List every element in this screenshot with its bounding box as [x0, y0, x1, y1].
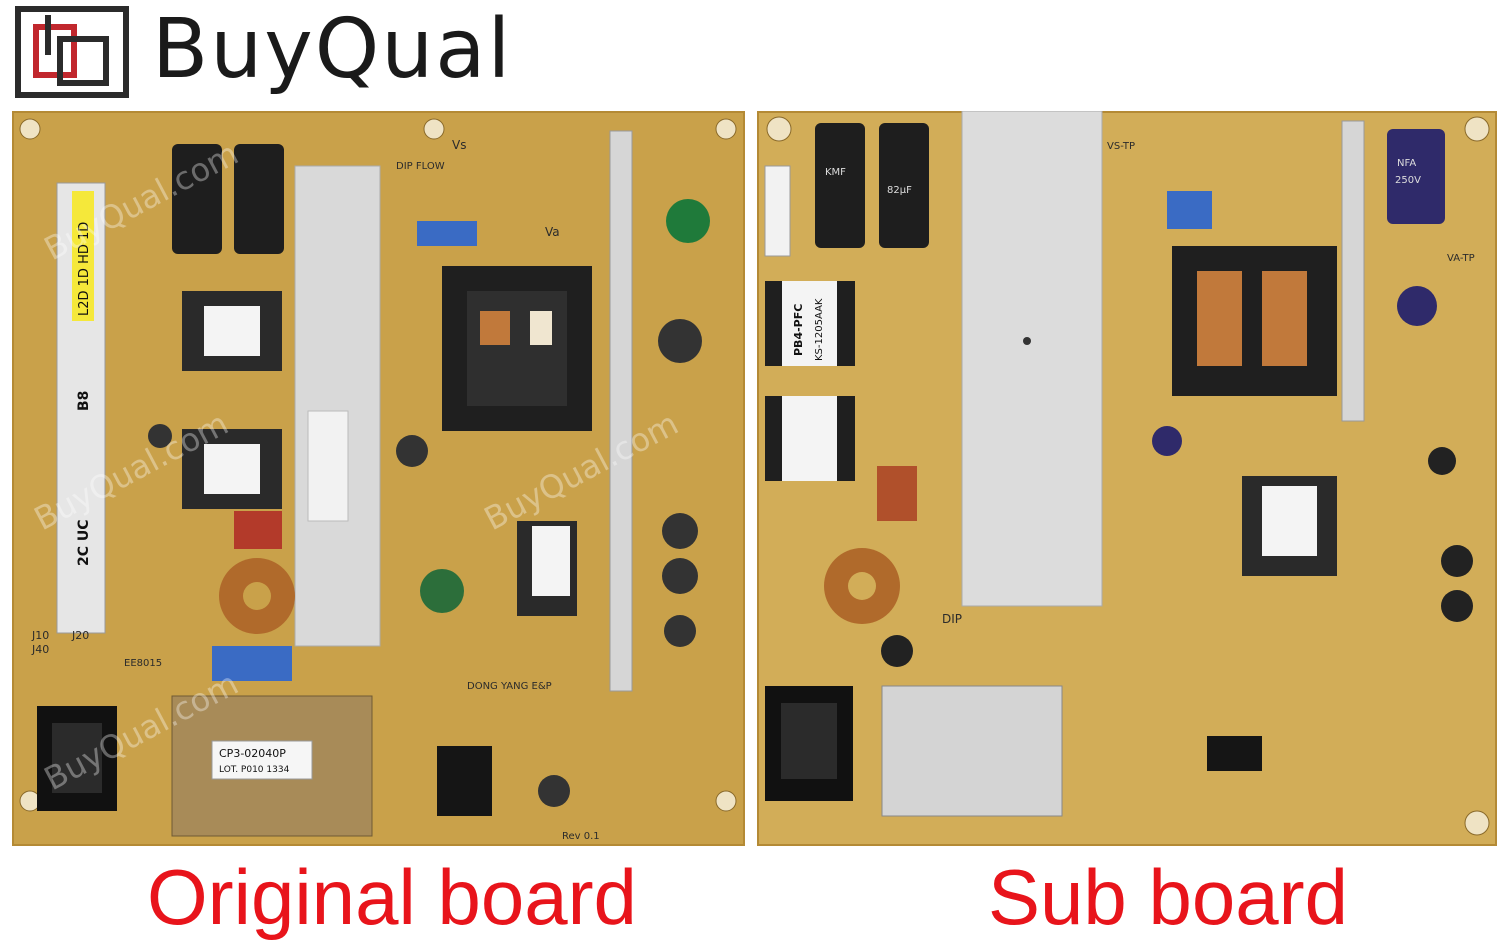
label-va: Va	[545, 225, 560, 239]
label-rev: Rev 0.1	[562, 831, 600, 842]
label-dipflow: DIP FLOW	[396, 161, 445, 172]
logo-text: BuyQual	[152, 2, 513, 97]
label-j20: J20	[71, 629, 89, 642]
label-b8: B8	[76, 391, 92, 411]
label-l2d: L2D 1D HD 1D	[77, 222, 92, 316]
label-82uf: 82µF	[887, 185, 912, 196]
label-lot: LOT. P010 1334	[219, 765, 290, 775]
label-dongyang: DONG YANG E&P	[467, 681, 552, 692]
label-250v: 250V	[1395, 175, 1421, 186]
sub-board-illustration: KMF 82µF PB4-PFC KS-1205AAK NFA 250V	[757, 111, 1497, 846]
label-vstp: VS-TP	[1107, 141, 1135, 152]
label-ee8015: EE8015	[124, 658, 162, 669]
logo-mark-icon	[15, 6, 129, 98]
label-j10: J10	[31, 629, 49, 642]
label-2cuc: 2C UC	[76, 519, 92, 566]
label-kmf: KMF	[825, 167, 846, 178]
label-pb4: PB4-PFC	[792, 304, 805, 356]
label-vatp: VA-TP	[1447, 253, 1475, 264]
original-board-illustration: L2D 1D HD 1D B8 2C UC	[12, 111, 745, 846]
label-ks: KS-1205AAK	[814, 298, 825, 361]
buyqual-logo: BuyQual	[14, 5, 510, 105]
original-board-caption: Original board	[147, 853, 637, 941]
original-board-photo: L2D 1D HD 1D B8 2C UC	[12, 111, 745, 846]
sub-board-caption: Sub board	[988, 853, 1348, 941]
label-nfa: NFA	[1397, 158, 1416, 169]
label-j40: J40	[31, 643, 49, 656]
sub-board-photo: KMF 82µF PB4-PFC KS-1205AAK NFA 250V	[757, 111, 1497, 846]
label-cp3: CP3-02040P	[219, 747, 286, 760]
label-dip: DIP	[942, 612, 962, 626]
label-vs: Vs	[452, 138, 466, 152]
